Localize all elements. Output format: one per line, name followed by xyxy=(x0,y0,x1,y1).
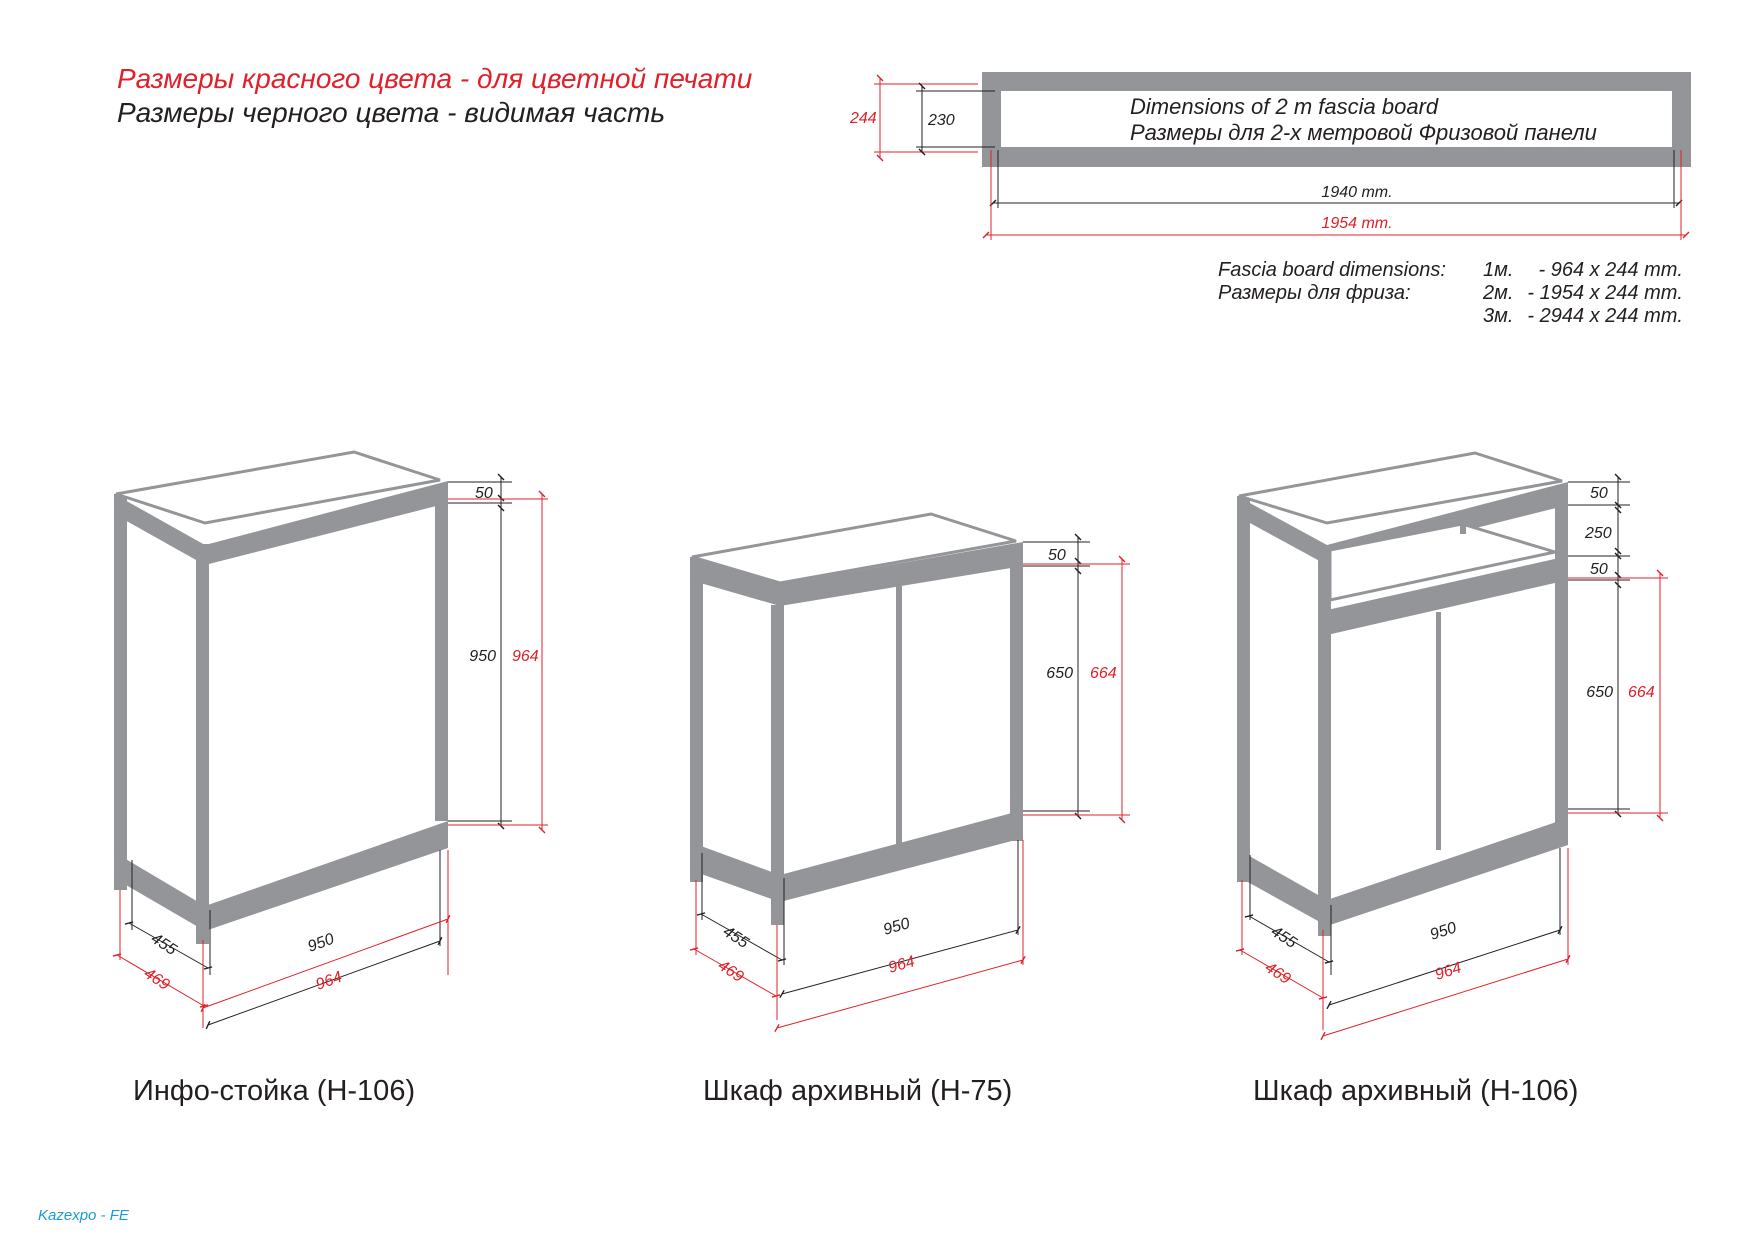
right-post xyxy=(1010,566,1023,841)
fascia-width-outer-label: 1954 mm. xyxy=(1321,215,1392,232)
left-back-post xyxy=(1237,496,1250,882)
unit-caption: Шкаф архивный (H-106) xyxy=(1253,1075,1578,1107)
legend: Размеры красного цвета - для цветной печ… xyxy=(117,63,753,128)
right-post xyxy=(1555,505,1568,841)
fascia-width-inner-label: 1940 mm. xyxy=(1321,184,1392,201)
fascia-title-ru: Размеры для 2-х метровой Фризовой панели xyxy=(1130,120,1597,145)
width-outer-label: 964 xyxy=(1433,959,1464,983)
fascia-height-outer-label: 244 xyxy=(849,110,877,127)
shelf-rail xyxy=(1327,556,1568,635)
width-outer-dim xyxy=(1320,954,1571,1041)
depth-outer-dim xyxy=(1235,948,1328,1000)
fascia-title-en: Dimensions of 2 m fascia board xyxy=(1130,94,1439,119)
height-outer-label: 664 xyxy=(1628,684,1655,701)
front-corner-post xyxy=(196,544,209,944)
top-surface xyxy=(1238,451,1563,525)
right-post xyxy=(435,503,448,821)
shelf-surface xyxy=(1328,522,1556,602)
specs-label-en: Fascia board dimensions: xyxy=(1218,259,1446,281)
width-outer-dim xyxy=(774,955,1026,1033)
width-inner-label: 950 xyxy=(1428,919,1459,943)
width-inner-label: 950 xyxy=(306,931,337,956)
bottom-rail xyxy=(690,810,1023,902)
top-surface xyxy=(691,512,1017,585)
bottom-rail xyxy=(1237,818,1568,926)
width-outer-label: 964 xyxy=(886,953,916,977)
bottom-rail xyxy=(114,821,448,931)
shelf-gap-label: 250 xyxy=(1584,525,1612,542)
height-outer-label: 664 xyxy=(1090,665,1117,682)
spec-dims-3: - 2944 x 244 mm. xyxy=(1527,305,1683,327)
spec-size-3: 3м. xyxy=(1483,305,1513,327)
height-inner-label: 650 xyxy=(1046,665,1073,682)
footer-brand: Kazexpo - FE xyxy=(38,1207,130,1224)
height-outer-label: 964 xyxy=(512,648,539,665)
top-thickness-label: 50 xyxy=(475,485,493,502)
depth-inner-label: 455 xyxy=(1268,923,1300,952)
spec-dims-1: - 964 x 244 mm. xyxy=(1538,259,1683,281)
unit-caption: Инфо-стойка (H-106) xyxy=(133,1075,415,1107)
unit-archive-cabinet-75: 50 650 664 455 469 950 964 Шкаф архивный… xyxy=(689,512,1130,1107)
fascia-board-opening xyxy=(1001,91,1672,147)
unit-caption: Шкаф архивный (H-75) xyxy=(703,1075,1012,1107)
top-rail xyxy=(690,542,1023,606)
door-divider xyxy=(896,586,902,854)
fascia-board-diagram: Dimensions of 2 m fascia board Размеры д… xyxy=(849,72,1691,240)
depth-inner-label: 455 xyxy=(148,930,180,959)
legend-black-text: Размеры черного цвета - видимая часть xyxy=(117,97,665,128)
width-outer-label: 964 xyxy=(314,969,345,994)
depth-outer-label: 469 xyxy=(715,957,747,986)
width-outer-dim xyxy=(200,914,451,1013)
depth-outer-dim xyxy=(689,947,781,998)
legend-red-text: Размеры красного цвета - для цветной печ… xyxy=(117,63,753,94)
top-rail xyxy=(1237,482,1568,565)
front-corner-post xyxy=(771,605,784,925)
depth-outer-label: 469 xyxy=(1262,959,1294,988)
fascia-specs: Fascia board dimensions: Размеры для фри… xyxy=(1218,259,1683,327)
front-corner-post xyxy=(1318,546,1331,936)
unit-archive-cabinet-106: 50 250 50 650 664 455 469 950 964 Шкаф а… xyxy=(1235,451,1668,1107)
fascia-height-inner-label: 230 xyxy=(927,112,955,129)
height-inner-label: 950 xyxy=(469,648,496,665)
depth-outer-dim xyxy=(112,953,209,1008)
top-thickness-label: 50 xyxy=(1048,547,1066,564)
spec-dims-2: - 1954 x 244 mm. xyxy=(1527,282,1683,304)
width-inner-label: 950 xyxy=(881,915,911,939)
left-back-post xyxy=(114,494,127,890)
spec-size-2: 2м. xyxy=(1482,282,1513,304)
shelf-support xyxy=(1460,520,1466,534)
door-divider xyxy=(1436,612,1441,850)
specs-label-ru: Размеры для фриза: xyxy=(1218,282,1411,304)
left-back-post xyxy=(690,557,703,882)
shelf-thickness-label: 50 xyxy=(1590,561,1608,578)
top-surface xyxy=(115,450,441,525)
unit-info-stand: 50 950 964 455 469 950 964 Инфо-стойка (… xyxy=(112,450,548,1107)
top-rail xyxy=(114,481,448,565)
height-inner-label: 650 xyxy=(1586,684,1613,701)
top-thickness-label: 50 xyxy=(1590,485,1608,502)
spec-size-1: 1м. xyxy=(1483,259,1513,281)
depth-outer-label: 469 xyxy=(141,965,173,994)
